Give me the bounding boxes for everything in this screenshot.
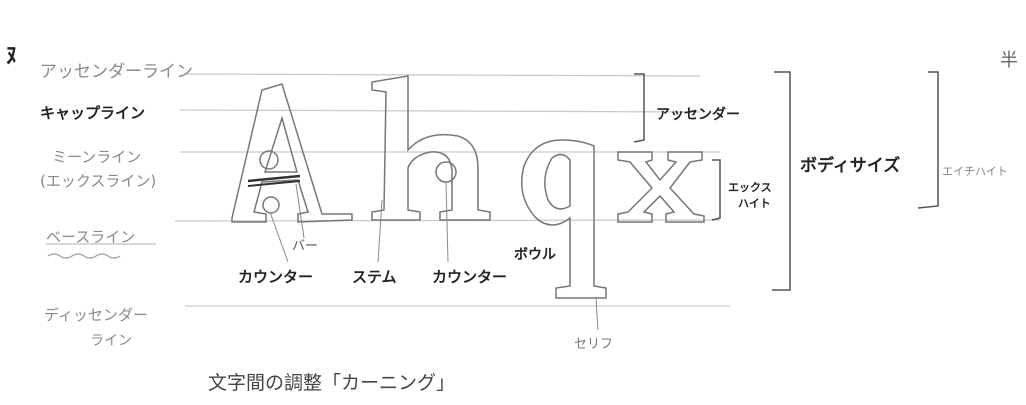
letter-h-outline [371,75,491,221]
serif-label: セリフ [574,337,614,352]
counter-h-pointer [445,181,449,263]
ascender-line-label: アッセンダーライン [40,62,193,82]
bar-pointer [295,183,305,239]
counter-a-pointer [269,211,289,263]
serif-pointer [595,297,599,331]
letter-x-outline [617,151,705,223]
descender-line-label: ディッセンダー [44,306,148,324]
x-height-bracket [711,159,721,221]
kerning-caption: 文字間の調整「カーニング」 [208,372,456,394]
mean-line-label: ミーンライン [52,148,142,166]
specimen-letters: Ahqx [236,360,239,361]
stem-label: ステム [352,268,397,286]
bar-label: バー [292,239,319,254]
eye-height-label: エイチハイト [942,165,1008,178]
ascender-bracket [633,73,645,143]
descender-line-label-2: ライン [90,333,132,349]
eye-height-bracket [917,71,939,209]
body-size-bracket [772,71,791,291]
baseline-label-underline [47,253,121,259]
bowl-label: ボウル [514,247,556,263]
mean-line-alt-label: (エックスライン) [40,172,157,190]
corner-mark-left: ﾇ [6,44,18,69]
cap-guide-line [179,109,701,113]
ascender-guide-line [184,73,701,77]
x-height-label: エックス [728,181,772,194]
cap-line-label: キャップライン [40,104,146,122]
letter-a-outline [231,83,353,223]
letter-q-outline [521,139,607,299]
ascender-measure-label: アッセンダー [656,107,740,123]
body-size-label: ボディサイズ [800,156,901,176]
baseline-label: ベースライン [46,228,136,246]
counter-a-label: カウンター [238,268,314,286]
x-height-label-2: ハイト [738,197,771,210]
counter-h-label: カウンター [432,268,508,286]
stem-pointer [377,199,383,263]
corner-mark-right: 半 [1000,50,1018,71]
